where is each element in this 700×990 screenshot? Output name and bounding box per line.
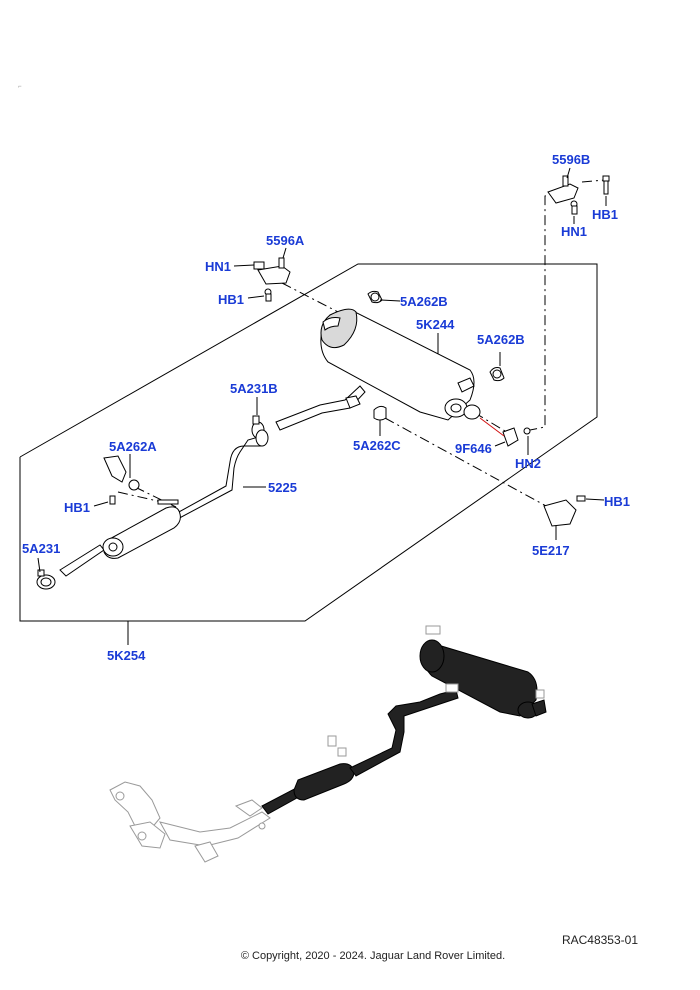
dashdot-line-5A262A [134, 486, 177, 508]
dashdot-line-top-right [529, 189, 566, 431]
callout-5596B[interactable]: 5596B [552, 152, 590, 167]
leader-5A231 [37, 557, 41, 573]
bracket-5E217 [543, 495, 586, 527]
clamp-5A231B [251, 415, 269, 447]
callout-5225[interactable]: 5225 [268, 480, 297, 495]
callout-5A262C[interactable]: 5A262C [353, 438, 401, 453]
copyright-notice: © Copyright, 2020 - 2024. Jaguar Land Ro… [240, 950, 506, 962]
insulator-5A262B-2 [489, 367, 505, 382]
callout-5E217[interactable]: 5E217 [532, 543, 570, 558]
bracket-9F646 [479, 417, 531, 447]
callout-HB1-left[interactable]: HB1 [218, 292, 244, 307]
dashdot-line-top-right-b [581, 179, 606, 183]
callout-5K254[interactable]: 5K254 [107, 648, 146, 663]
front-muffler [102, 499, 181, 559]
dashdot-line-bottom [384, 417, 549, 508]
leader-9F646 [494, 441, 506, 447]
callout-5K244[interactable]: 5K244 [416, 317, 455, 332]
insulator-5A262B-1 [367, 290, 383, 304]
rear-muffler-5K244 [320, 308, 481, 421]
callout-HN1-top-right[interactable]: HN1 [561, 224, 587, 239]
dashdot-line-left-hanger [281, 282, 341, 314]
callout-5A231B[interactable]: 5A231B [230, 381, 278, 396]
insulator-5A262C [345, 395, 387, 421]
callout-5A231[interactable]: 5A231 [22, 541, 60, 556]
bracket-5A262A [103, 455, 140, 505]
hanger-5596A [253, 257, 291, 302]
callout-9F646[interactable]: 9F646 [455, 441, 492, 456]
callout-HB1-top-right[interactable]: HB1 [592, 207, 618, 222]
assembly-outline [19, 263, 598, 622]
callout-HN1-left[interactable]: HN1 [205, 259, 231, 274]
clamp-5A231 [36, 569, 56, 590]
leader-HB1-l [247, 295, 265, 299]
leader-5A262B-1 [379, 299, 401, 302]
leader-HB1-r [585, 498, 605, 501]
callout-5A262A[interactable]: 5A262A [109, 439, 157, 454]
callout-5A262B-1[interactable]: 5A262B [400, 294, 448, 309]
callout-HN2[interactable]: HN2 [515, 456, 541, 471]
hanger-5596B [547, 175, 610, 215]
leader-5596A [282, 247, 287, 259]
callout-HB1-right[interactable]: HB1 [604, 494, 630, 509]
leader-HB1-ml [93, 501, 109, 507]
overview-illustration [109, 625, 547, 863]
callout-HB1-mid-left[interactable]: HB1 [64, 500, 90, 515]
reference-code: RAC48353-01 [561, 933, 638, 947]
leader-HN1-l [233, 264, 255, 267]
callout-5A262B-2[interactable]: 5A262B [477, 332, 525, 347]
leader-5596B [566, 167, 571, 179]
callout-5596A[interactable]: 5596A [266, 233, 305, 248]
corner-mark: ⌐ [18, 84, 22, 90]
